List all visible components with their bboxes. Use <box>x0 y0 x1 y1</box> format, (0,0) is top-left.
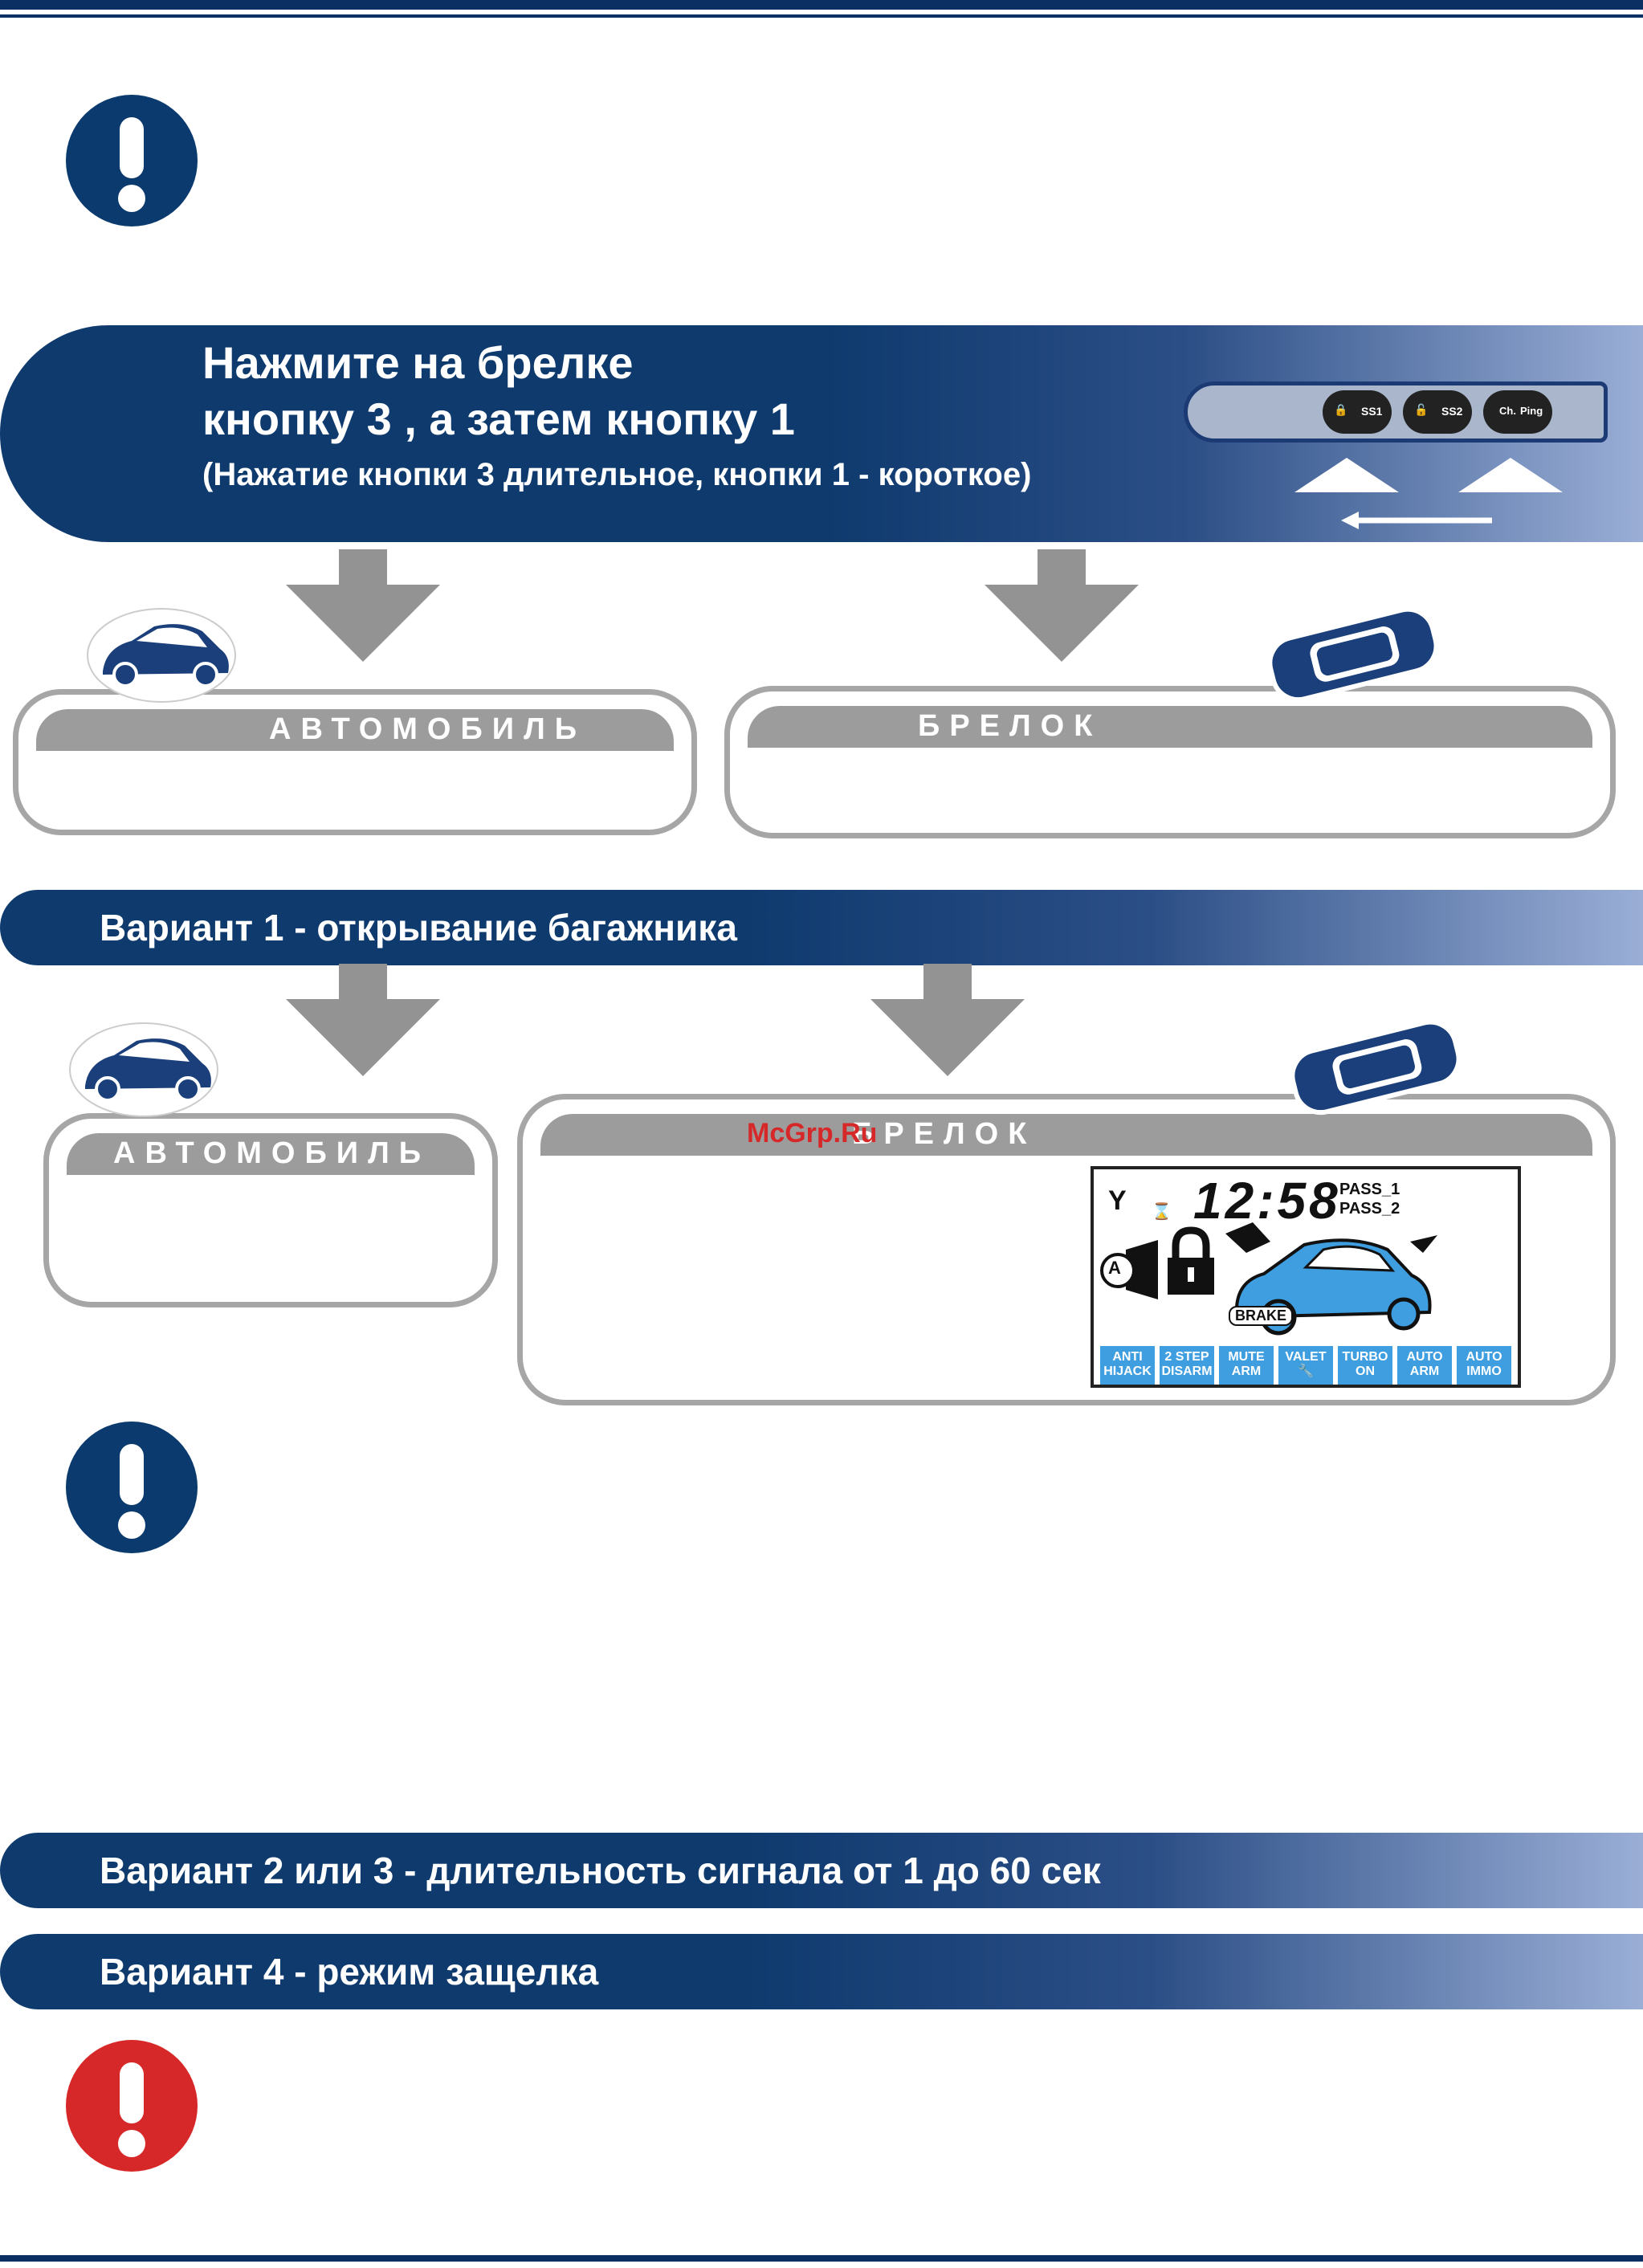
cell-line: IMMO <box>1466 1364 1502 1378</box>
wrench-icon: 🔧 <box>1298 1364 1314 1378</box>
instruction-line1: Нажмите на брелке <box>202 337 634 388</box>
keyfob-button-3-sublabel: Ping <box>1520 405 1543 417</box>
cell-line: HIJACK <box>1103 1364 1152 1378</box>
top-rule <box>0 0 1643 10</box>
keyfob-button-3: Ch. Ping <box>1483 390 1552 434</box>
cell-line: AUTO <box>1406 1350 1443 1364</box>
press-indicators <box>1294 458 1563 529</box>
hourglass-icon: ⌛ <box>1152 1203 1172 1221</box>
pager-remote-icon <box>1267 606 1439 703</box>
lcd-cell-valet: VALET🔧 <box>1278 1346 1333 1385</box>
instruction-note: (Нажатие кнопки 3 длительное, кнопки 1 -… <box>202 457 1032 492</box>
car-icon <box>87 608 236 703</box>
remote-label: БРЕЛОК <box>918 709 1103 743</box>
brake-text: BRAKE <box>1235 1307 1287 1324</box>
car-label-2: АВТОМОБИЛЬ <box>113 1136 431 1170</box>
lcd-time: 12:58 <box>1193 1172 1341 1230</box>
exclamation-icon <box>66 2040 198 2172</box>
lock-icon <box>1168 1226 1214 1295</box>
down-arrow-icon <box>870 964 1025 1076</box>
keyfob-button-2-label: SS2 <box>1441 405 1463 418</box>
car-box: АВТОМОБИЛЬ <box>13 689 697 835</box>
variant-2-3-banner: Вариант 2 или 3 - длительность сигнала о… <box>0 1833 1643 1908</box>
cell-line: ARM <box>1409 1364 1440 1378</box>
down-arrow-icon <box>985 549 1139 662</box>
cell-line: ANTI <box>1112 1350 1143 1364</box>
bottom-rule <box>0 2255 1643 2262</box>
lcd-brake-label: BRAKE <box>1229 1306 1294 1326</box>
remote-box: БРЕЛОК <box>724 686 1616 838</box>
instruction-line2: кнопку 3 , а затем кнопку 1 <box>202 394 795 444</box>
variant-4-banner: Вариант 4 - режим защелка <box>0 1934 1643 2009</box>
siren-icon <box>1100 1240 1158 1299</box>
cell-line: DISARM <box>1161 1364 1213 1378</box>
lcd-pass2: PASS_2 <box>1339 1200 1400 1218</box>
up-triangle-left <box>1294 458 1399 492</box>
variant-2-3-label: Вариант 2 или 3 - длительность сигнала о… <box>100 1850 1101 1891</box>
car-icon <box>69 1022 218 1117</box>
down-arrow-icon <box>286 549 440 662</box>
variant-4-label: Вариант 4 - режим защелка <box>100 1951 599 1993</box>
lcd-auto-letter: A <box>1108 1258 1121 1278</box>
cell-line: MUTE <box>1228 1350 1265 1364</box>
car-box-2: АВТОМОБИЛЬ <box>43 1113 498 1307</box>
remote-label-2: БРЕЛОК <box>852 1117 1037 1151</box>
cell-line: ON <box>1356 1364 1375 1378</box>
top-rule-thin <box>0 14 1643 18</box>
exclamation-icon <box>66 95 198 226</box>
variant-1-banner: Вариант 1 - открывание багажника <box>0 890 1643 965</box>
cell-line: AUTO <box>1466 1350 1502 1364</box>
car-label: АВТОМОБИЛЬ <box>269 712 587 746</box>
down-arrow-icon <box>286 964 440 1076</box>
cell-line: TURBO <box>1342 1350 1388 1364</box>
keyfob-button-3-label: Ch. <box>1499 405 1516 417</box>
keyfob-icon: 🔒 SS1 🔓 SS2 Ch. Ping <box>1184 381 1608 443</box>
variant-1-label: Вариант 1 - открывание багажника <box>100 907 737 948</box>
cell-line: ARM <box>1231 1364 1262 1378</box>
unlock-glyph: 🔓 <box>1414 403 1429 416</box>
up-triangle-right <box>1458 458 1563 492</box>
cell-line: 2 STEP <box>1164 1350 1209 1364</box>
instruction-banner: Нажмите на брелке кнопку 3 , а затем кно… <box>0 325 1643 542</box>
cell-line: VALET <box>1285 1350 1327 1364</box>
left-arrow-head <box>1341 512 1359 529</box>
keyfob-button-1: 🔒 SS1 <box>1323 390 1392 434</box>
keyfob-button-2: 🔓 SS2 <box>1403 390 1472 434</box>
keyfob-button-1-label: SS1 <box>1361 405 1383 418</box>
lcd-pass1: PASS_1 <box>1339 1181 1400 1198</box>
pager-remote-icon <box>1290 1019 1462 1116</box>
lock-glyph: 🔒 <box>1334 403 1348 416</box>
watermark: McGrp.Ru <box>747 1118 878 1148</box>
exclamation-icon <box>66 1422 198 1553</box>
antenna-icon: Y <box>1108 1185 1127 1216</box>
